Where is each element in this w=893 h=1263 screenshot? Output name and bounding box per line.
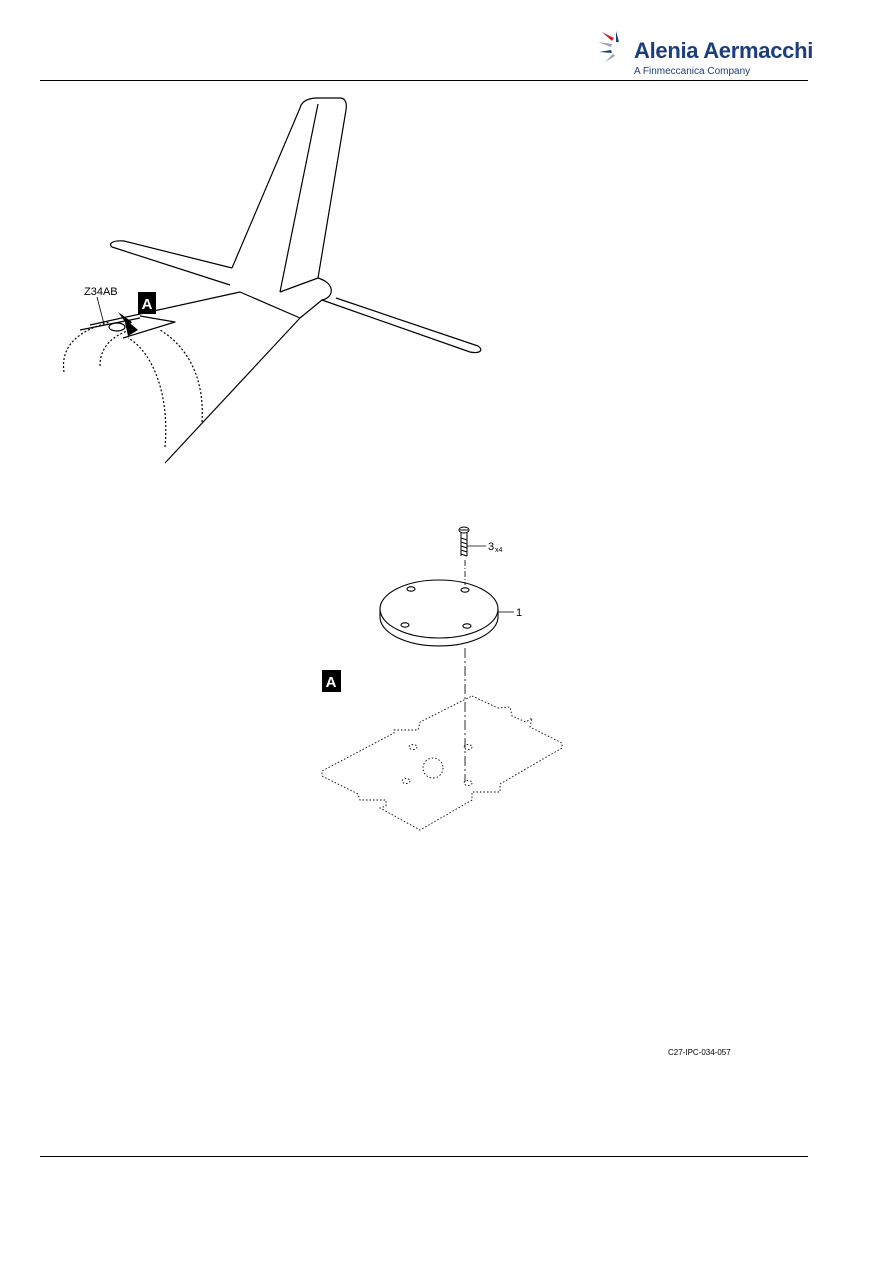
plate-drawing <box>379 579 499 647</box>
screw-quantity: x4 <box>495 547 503 554</box>
view-label-lower: A <box>326 674 337 691</box>
company-tagline: A Finmeccanica Company <box>634 66 751 77</box>
aircraft-tail-drawing <box>62 97 482 464</box>
screw-callout: 3 <box>488 541 494 553</box>
company-logo: Alenia Aermacchi A Finmeccanica Company <box>596 24 813 80</box>
view-label-upper: A <box>142 296 153 313</box>
plate-callout: 1 <box>516 607 522 619</box>
skin-panel-drawing <box>321 695 563 831</box>
zone-label: Z34AB <box>84 286 118 298</box>
header-rule <box>40 80 808 81</box>
zone-leader-line <box>96 296 105 325</box>
logo-swirl-icon <box>598 31 619 62</box>
footer-rule <box>40 1156 808 1157</box>
view-arrow-icon <box>118 312 138 336</box>
screw-drawing <box>458 526 470 557</box>
view-label-box-upper <box>138 292 156 314</box>
drawing-number: C27-IPC-034-057 <box>668 1048 731 1057</box>
company-name: Alenia Aermacchi <box>634 38 814 63</box>
view-label-box-lower <box>322 670 341 692</box>
